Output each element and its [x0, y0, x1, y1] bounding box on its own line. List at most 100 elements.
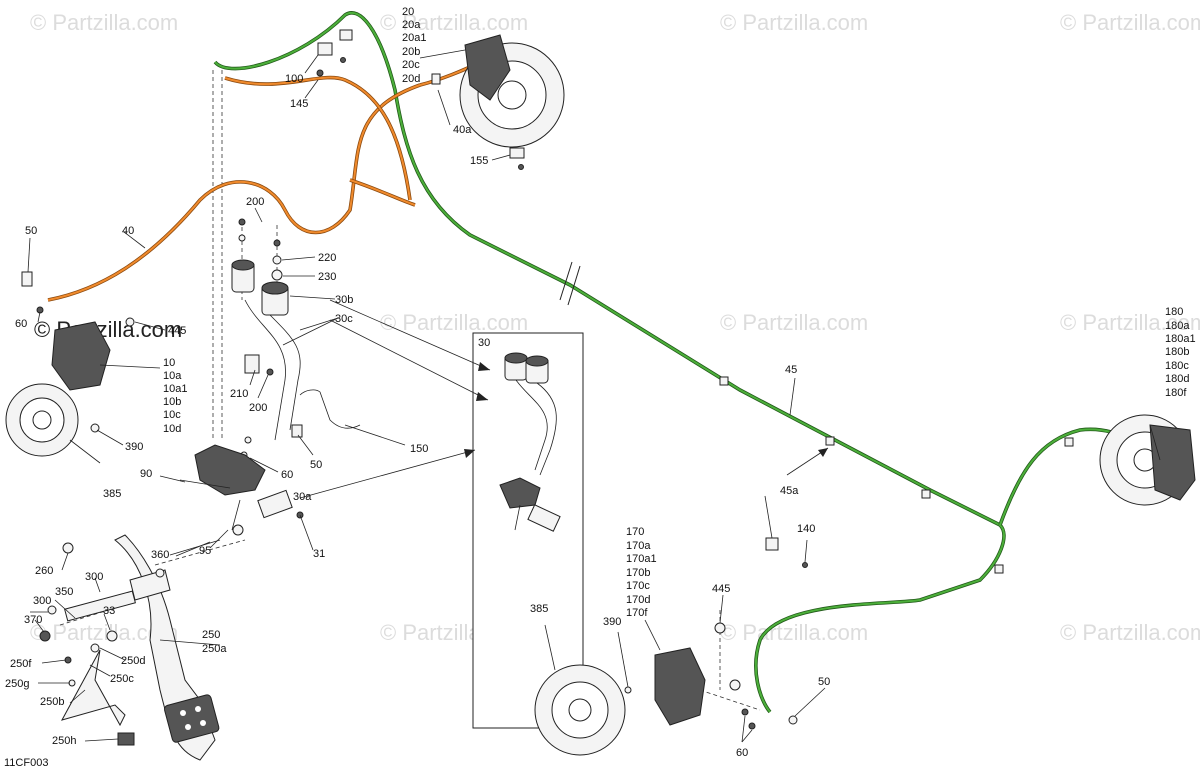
callout-labels: 20 20a 20a1 20b 20c 20d 100 145 40a 155 …	[4, 6, 1196, 769]
callout: 350	[55, 586, 73, 598]
callout: 180a1	[1165, 333, 1196, 345]
callout: 170c	[626, 580, 650, 592]
leader-lines	[27, 49, 1161, 743]
callout: 180f	[1165, 387, 1187, 399]
callout: 250h	[52, 735, 76, 747]
callout: 90	[140, 468, 152, 480]
diagram-code: 11CF003	[4, 757, 48, 769]
callout: 220	[318, 252, 336, 264]
callout: 45	[785, 364, 797, 376]
callout: 170	[626, 526, 644, 538]
callout: 60	[736, 747, 748, 759]
front-right-caliper	[464, 34, 511, 101]
callout: 250d	[121, 655, 145, 667]
watermark: © Partzilla.com	[30, 10, 178, 35]
callout: 20d	[402, 73, 420, 85]
rear-left-caliper	[654, 647, 706, 726]
callout: 300	[33, 595, 51, 607]
master-cylinder	[179, 218, 361, 536]
watermarks: © Partzilla.com © Partzilla.com © Partzi…	[30, 10, 1200, 645]
callout: 10	[163, 357, 175, 369]
callout: 45a	[780, 485, 799, 497]
watermark: © Partzilla.com	[720, 310, 868, 335]
callout: 445	[168, 325, 186, 337]
callout: 180d	[1165, 373, 1189, 385]
callout: 200	[246, 196, 264, 208]
callout: 250a	[202, 643, 227, 655]
watermark: © Partzilla.com	[720, 620, 868, 645]
callout: 210	[230, 388, 248, 400]
callout: 50	[25, 225, 37, 237]
callout: 230	[318, 271, 336, 283]
brake-pedal	[39, 534, 221, 761]
callout: 260	[35, 565, 53, 577]
callout: 180	[1165, 306, 1183, 318]
rear-brake-line	[213, 11, 1167, 714]
callout: 95	[199, 545, 211, 557]
callout: 170d	[626, 594, 650, 606]
callout: 30b	[335, 294, 353, 306]
callout: 170f	[626, 607, 648, 619]
callout: 250c	[110, 673, 134, 685]
callout: 30c	[335, 313, 353, 325]
rear-right-caliper	[1149, 424, 1196, 501]
watermark: © Partzilla.com	[380, 310, 528, 335]
callout: 10a	[163, 370, 182, 382]
callout: 360	[151, 549, 169, 561]
callout: 50	[818, 676, 830, 688]
callout: 10a1	[163, 383, 187, 395]
callout: 150	[410, 443, 428, 455]
callout: 20	[402, 6, 414, 18]
callout: 50	[310, 459, 322, 471]
callout: 445	[712, 583, 730, 595]
callout: 385	[103, 488, 121, 500]
watermark: © Partzilla.com	[1060, 310, 1200, 335]
callout: 170a	[626, 540, 651, 552]
callout: 180a	[1165, 320, 1190, 332]
callout: 140	[797, 523, 815, 535]
callout: 170b	[626, 567, 650, 579]
callout: 250f	[10, 658, 32, 670]
front-right-disc	[459, 34, 565, 148]
clip-45a	[765, 537, 808, 568]
callout: 30a	[293, 491, 312, 503]
front-left-caliper	[51, 321, 111, 391]
callout: 170a1	[626, 553, 657, 565]
rear-left-disc	[534, 622, 798, 756]
rear-right-disc	[1099, 414, 1196, 506]
callout: 10d	[163, 423, 181, 435]
callout: 390	[603, 616, 621, 628]
callout: 385	[530, 603, 548, 615]
callout: 145	[290, 98, 308, 110]
callout: 60	[15, 318, 27, 330]
callout: 250	[202, 629, 220, 641]
callout: 10b	[163, 396, 181, 408]
callout: 60	[281, 469, 293, 481]
callout: 300	[85, 571, 103, 583]
callout: 200	[249, 402, 267, 414]
inset-master-cylinder: 30	[472, 332, 584, 729]
clips-top	[316, 29, 525, 170]
watermark: © Partzilla.com	[720, 10, 868, 35]
callout: 10c	[163, 409, 181, 421]
watermark: © Partzilla.com	[1060, 620, 1200, 645]
callout: 20a1	[402, 32, 426, 44]
callout: 180c	[1165, 360, 1189, 372]
callout: 20c	[402, 59, 420, 71]
callout: 100	[285, 73, 303, 85]
callout: 31	[313, 548, 325, 560]
watermark: © Partzilla.com	[380, 10, 528, 35]
front-left-disc	[5, 271, 135, 457]
callout: 33	[103, 605, 115, 617]
callout: 390	[125, 441, 143, 453]
callout: 180b	[1165, 346, 1189, 358]
callout: 40	[122, 225, 134, 237]
arrowheads	[464, 362, 828, 458]
callout: 20a	[402, 19, 421, 31]
callout: 250b	[40, 696, 64, 708]
callout: 370	[24, 614, 42, 626]
inset-label: 30	[478, 337, 490, 349]
callout: 155	[470, 155, 488, 167]
